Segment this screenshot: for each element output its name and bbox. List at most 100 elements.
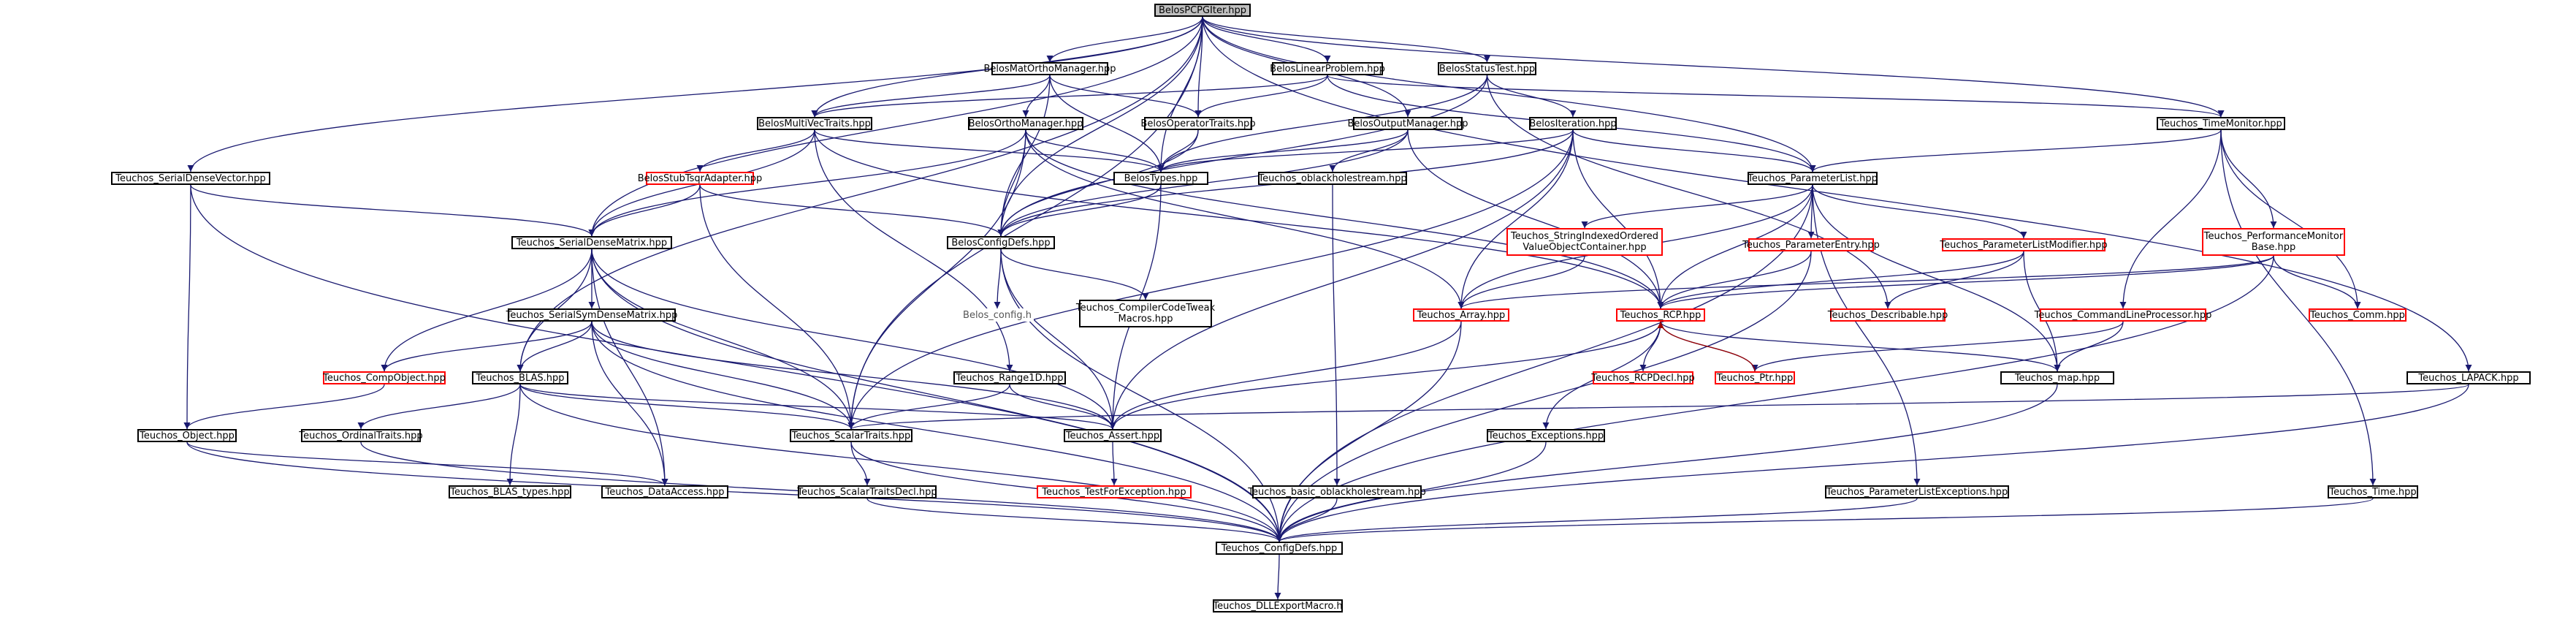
edge-om-to-rcp — [1025, 129, 1664, 309]
edge-arr-to-asrt — [1109, 321, 1462, 430]
node-pmb[interactable]: Teuchos_PerformanceMonitor Base.hpp — [2202, 228, 2345, 256]
node-obj[interactable]: Teuchos_Object.hpp — [137, 429, 237, 442]
edge-pmb-to-rcp — [1657, 255, 2274, 309]
node-bt[interactable]: BelosTypes.hpp — [1113, 172, 1208, 185]
node-comm[interactable]: Teuchos_Comm.hpp — [2309, 308, 2407, 322]
node-pe[interactable]: Teuchos_ParameterEntry.hpp — [1742, 238, 1880, 251]
node-blas[interactable]: Teuchos_BLAS.hpp — [472, 371, 568, 384]
edge-iter-to-asrt — [1109, 129, 1574, 430]
node-clp[interactable]: Teuchos_CommandLineProcessor.hpp — [2034, 308, 2212, 322]
edge-pcp-to-pl — [1202, 16, 1816, 172]
node-time[interactable]: Teuchos_Time.hpp — [2328, 485, 2418, 498]
node-dll[interactable]: Teuchos_DLLExportMacro.h — [1213, 599, 1343, 612]
node-om[interactable]: BelosOrthoManager.hpp — [968, 117, 1083, 130]
node-bty[interactable]: Teuchos_BLAS_types.hpp — [449, 485, 571, 498]
node-stsqr[interactable]: BelosStubTsqrAdapter.hpp — [637, 172, 763, 185]
edge-pl-to-siovc — [1581, 184, 1813, 229]
node-r1d[interactable]: Teuchos_Range1D.hpp — [953, 371, 1066, 384]
edge-pl-to-plm — [1812, 184, 2027, 239]
node-tfe[interactable]: Teuchos_TestForException.hpp — [1037, 485, 1192, 498]
node-sdv[interactable]: Teuchos_SerialDenseVector.hpp — [111, 172, 270, 185]
edge-tm-to-pl — [1809, 129, 2222, 172]
edge-lapack-to-tcd — [1276, 384, 2469, 542]
node-ssdm[interactable]: Teuchos_SerialSymDenseMatrix.hpp — [506, 308, 678, 322]
edge-sdm-to-co — [381, 249, 592, 372]
edge-mvt-to-rcp — [814, 129, 1664, 309]
node-mvt[interactable]: BelosMultiVecTraits.hpp — [757, 117, 872, 130]
edge-pcp-to-tm — [1202, 16, 2225, 118]
node-ple[interactable]: Teuchos_ParameterListExceptions.hpp — [1825, 485, 2009, 498]
node-obh[interactable]: Teuchos_oblackholestream.hpp — [1258, 172, 1407, 185]
node-siovc[interactable]: Teuchos_StringIndexedOrdered ValueObject… — [1506, 228, 1663, 256]
node-da[interactable]: Teuchos_DataAccess.hpp — [601, 485, 728, 498]
edge-bcd-to-bcfg — [994, 249, 1002, 309]
edge-opt-to-bcd — [997, 129, 1199, 237]
node-iter[interactable]: BelosIteration.hpp — [1529, 117, 1617, 130]
edge-mom-to-bcd — [997, 75, 1051, 237]
edge-bcd-to-asrt — [1000, 249, 1116, 430]
edge-blas-to-tcd — [519, 384, 1283, 542]
edge-stsqr-to-bcd — [699, 184, 1005, 237]
node-desc[interactable]: Teuchos_Describable.hpp — [1827, 308, 1948, 322]
node-ot[interactable]: Teuchos_OrdinalTraits.hpp — [299, 429, 423, 442]
edge-pmb-to-tcd — [1276, 255, 2274, 542]
edge-st-to-bt — [1157, 75, 1488, 172]
node-tcd[interactable]: Teuchos_ConfigDefs.hpp — [1216, 542, 1343, 555]
edge-stsqr-to-sct — [699, 184, 855, 430]
edge-pmb-to-comm — [2273, 255, 2361, 309]
node-lapack[interactable]: Teuchos_LAPACK.hpp — [2407, 371, 2531, 384]
node-plm[interactable]: Teuchos_ParameterListModifier.hpp — [1940, 238, 2108, 251]
edge-iter-to-sct — [847, 129, 1574, 430]
node-bcd[interactable]: BelosConfigDefs.hpp — [947, 236, 1055, 249]
node-map[interactable]: Teuchos_map.hpp — [2000, 371, 2114, 384]
edge-pl-to-ple — [1812, 184, 1921, 486]
node-rcp[interactable]: Teuchos_RCP.hpp — [1616, 308, 1705, 322]
node-stdecl[interactable]: Teuchos_ScalarTraitsDecl.hpp — [797, 485, 937, 498]
node-bobs[interactable]: Teuchos_basic_oblackholestream.hpp — [1248, 485, 1426, 498]
node-asrt[interactable]: Teuchos_Assert.hpp — [1064, 429, 1162, 442]
edge-tm-to-time — [2220, 129, 2377, 486]
node-exc[interactable]: Teuchos_Exceptions.hpp — [1487, 429, 1605, 442]
edge-mom-to-bt — [1049, 75, 1165, 172]
edge-rcp-to-map — [1660, 321, 2061, 372]
edge-sdv-to-obj — [183, 184, 191, 430]
node-pcp[interactable]: BelosPCPGIter.hpp — [1154, 4, 1251, 17]
node-tm[interactable]: Teuchos_TimeMonitor.hpp — [2157, 117, 2285, 130]
node-opt[interactable]: BelosOperatorTraits.hpp — [1140, 117, 1256, 130]
edge-mom-to-mvt — [811, 75, 1051, 118]
edge-arr-to-tcd — [1276, 321, 1462, 542]
edge-pcp-to-lapack — [1202, 16, 2472, 372]
node-arr[interactable]: Teuchos_Array.hpp — [1413, 308, 1509, 322]
edge-blas-to-sct — [519, 384, 855, 430]
edge-r1d-to-sct — [847, 384, 1010, 430]
node-bcfg[interactable]: Belos_config.h — [961, 308, 1034, 322]
node-st[interactable]: BelosStatusTest.hpp — [1438, 62, 1536, 75]
node-rcpd[interactable]: Teuchos_RCPDecl.hpp — [1591, 371, 1695, 384]
edge-pcp-to-sdv — [187, 16, 1203, 172]
edge-siovc-to-arr — [1457, 255, 1585, 309]
edge-iter-to-pl — [1572, 129, 1816, 172]
node-mom[interactable]: BelosMatOrthoManager.hpp — [983, 62, 1116, 75]
edge-tm-to-comm — [2220, 129, 2361, 309]
edge-pcp-to-mom — [1046, 16, 1203, 63]
edge-lp-to-mvt — [811, 75, 1328, 118]
node-cctm[interactable]: Teuchos_CompilerCodeTweak Macros.hpp — [1076, 300, 1215, 327]
edge-rcp-to-asrt — [1109, 321, 1661, 430]
node-ptr[interactable]: Teuchos_Ptr.hpp — [1715, 371, 1795, 384]
node-pl[interactable]: Teuchos_ParameterList.hpp — [1748, 172, 1878, 185]
edge-obh-to-bobs — [1332, 184, 1341, 486]
node-out[interactable]: BelosOutputManager.hpp — [1347, 117, 1468, 130]
edge-sdv-to-tcd — [190, 184, 1283, 542]
edge-tcd-to-dll — [1274, 554, 1281, 600]
node-sct[interactable]: Teuchos_ScalarTraits.hpp — [790, 429, 912, 442]
edge-ssdm-to-sct — [591, 321, 855, 430]
node-lp[interactable]: BelosLinearProblem.hpp — [1270, 62, 1385, 75]
edge-clp-to-map — [2054, 321, 2124, 372]
node-co[interactable]: Teuchos_CompObject.hpp — [323, 371, 446, 384]
edge-lapack-to-sct — [848, 384, 2469, 430]
node-sdm[interactable]: Teuchos_SerialDenseMatrix.hpp — [511, 236, 672, 249]
edge-bt-to-bcd — [997, 184, 1162, 237]
edge-obj-to-tcd — [186, 441, 1283, 542]
edge-asrt-to-tfe — [1110, 441, 1118, 486]
edge-out-to-rcp — [1407, 129, 1664, 309]
